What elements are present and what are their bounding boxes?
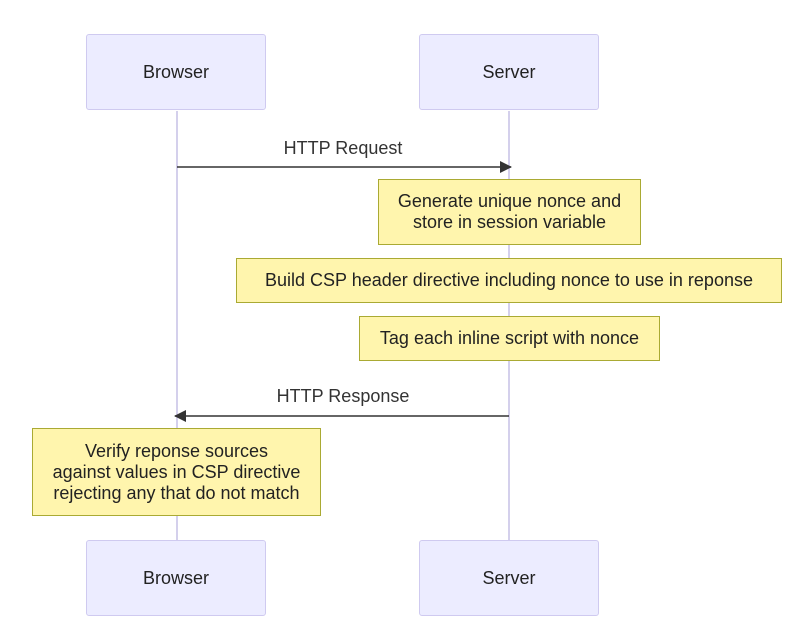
note-verify-sources: Verify reponse sources against values in… (32, 428, 321, 516)
note-text-line: Build CSP header directive including non… (265, 270, 753, 290)
server-participant-label: Server (482, 567, 536, 588)
note-text-line: Generate unique nonce and (397, 191, 622, 211)
server-participant-top: Server (419, 34, 599, 110)
note-build-csp-header: Build CSP header directive including non… (236, 258, 782, 303)
browser-participant-label: Browser (142, 61, 209, 82)
browser-lifeline (176, 111, 178, 541)
browser-participant-top: Browser (86, 34, 266, 110)
browser-participant-label: Browser (142, 567, 209, 588)
note-text-line: against values in CSP directive (52, 461, 301, 482)
server-participant-label: Server (482, 61, 536, 82)
note-generate-nonce: Generate unique nonce and store in sessi… (378, 179, 641, 245)
note-text-line: store in session variable (412, 212, 607, 232)
response-message-label: HTTP Response (276, 386, 410, 406)
server-participant-bottom: Server (419, 540, 599, 616)
note-text-line: Verify reponse sources (84, 440, 269, 461)
browser-participant-bottom: Browser (86, 540, 266, 616)
note-tag-inline-script: Tag each inline script with nonce (359, 316, 660, 361)
note-text-line: Tag each inline script with nonce (379, 328, 640, 348)
note-text-line: rejecting any that do not match (53, 482, 300, 503)
request-message-label: HTTP Request (283, 138, 403, 158)
